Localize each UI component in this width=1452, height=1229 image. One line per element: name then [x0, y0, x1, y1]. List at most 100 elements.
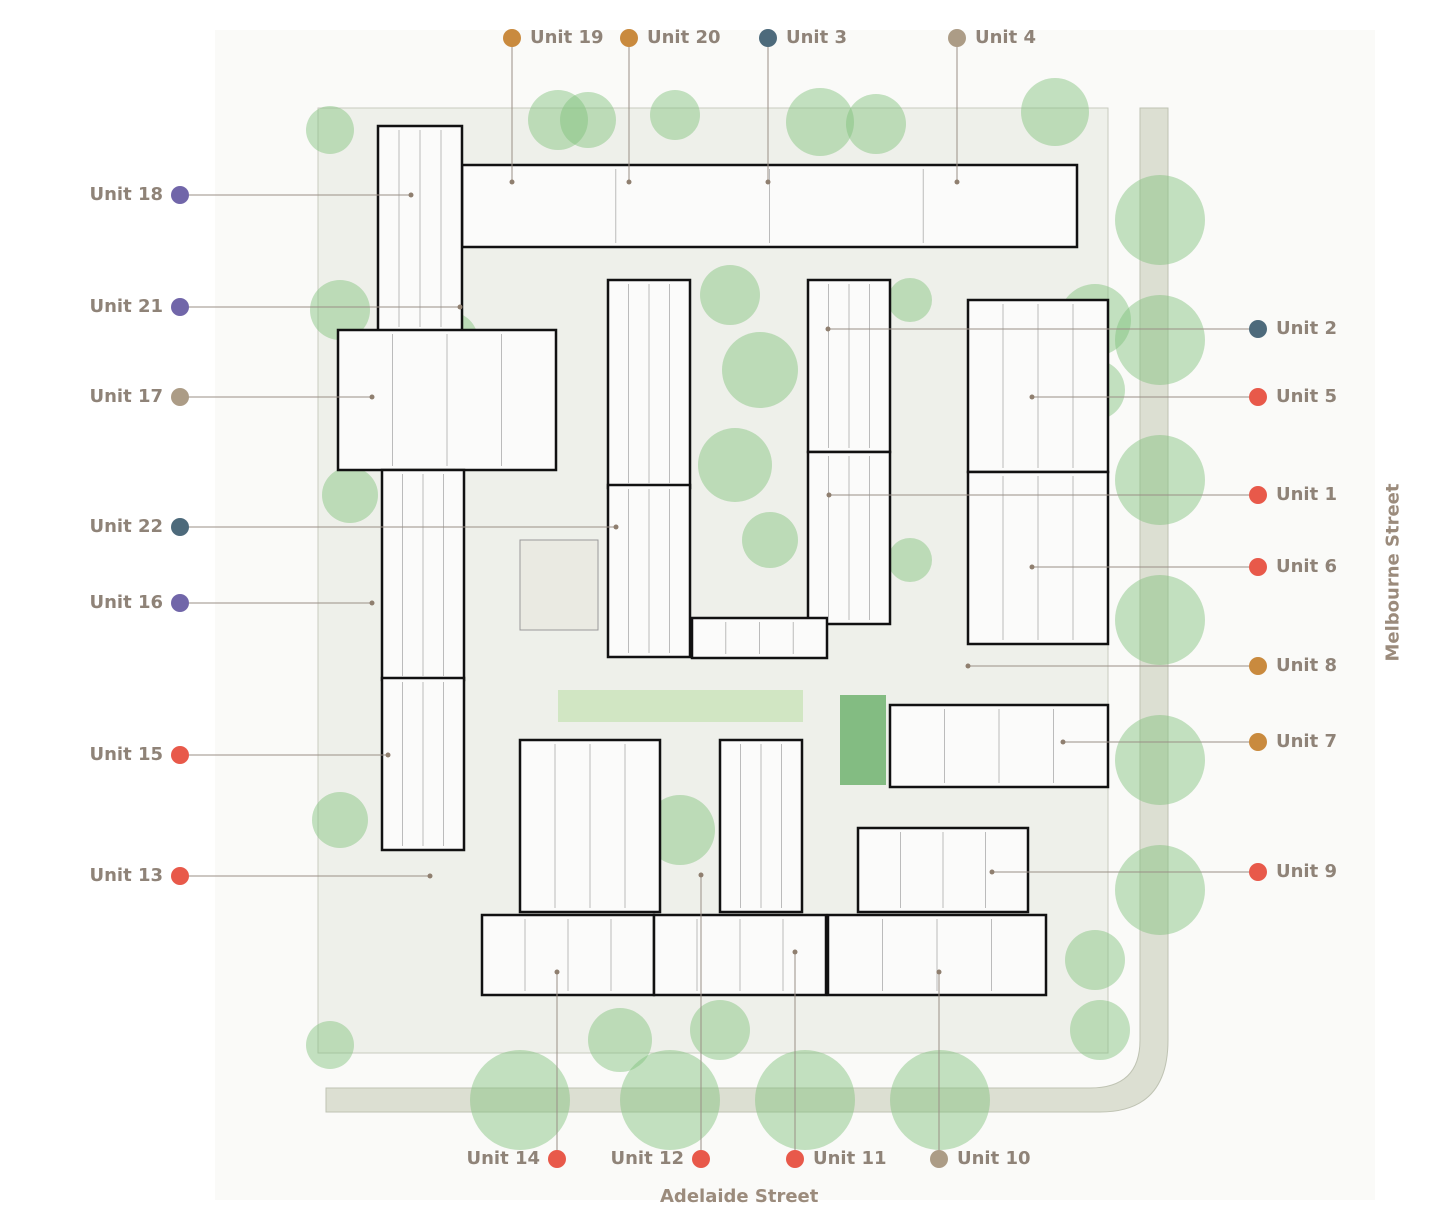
unit-label: Unit 7 — [1276, 731, 1337, 752]
tree-icon — [722, 332, 798, 408]
tree-icon — [1115, 435, 1205, 525]
tree-icon — [1115, 295, 1205, 385]
unit-marker-dot — [1249, 388, 1267, 406]
unit-anchor-point — [825, 326, 831, 332]
tree-icon — [310, 280, 370, 340]
unit-label: Unit 21 — [89, 296, 163, 317]
unit-anchor-point — [826, 492, 832, 498]
unit-label: Unit 14 — [466, 1148, 540, 1169]
unit-marker-dot — [1249, 558, 1267, 576]
unit-anchor-point — [427, 873, 433, 879]
unit-marker-dot — [171, 867, 189, 885]
unit-marker-dot — [171, 594, 189, 612]
unit-anchor-point — [408, 192, 414, 198]
unit-marker-dot — [692, 1150, 710, 1168]
unit-label: Unit 4 — [975, 27, 1036, 48]
tree-icon — [786, 88, 854, 156]
unit-label: Unit 2 — [1276, 318, 1337, 339]
unit-anchor-point — [954, 179, 960, 185]
unit-label: Unit 15 — [89, 744, 163, 765]
unit-marker-dot — [948, 29, 966, 47]
tree-icon — [1065, 930, 1125, 990]
unit-anchor-point — [1060, 739, 1066, 745]
tree-icon — [322, 467, 378, 523]
unit-marker-dot — [1249, 863, 1267, 881]
unit-label: Unit 12 — [610, 1148, 684, 1169]
tree-icon — [306, 106, 354, 154]
unit-anchor-point — [965, 663, 971, 669]
tree-icon — [1115, 845, 1205, 935]
unit-label: Unit 16 — [89, 592, 163, 613]
tree-icon — [698, 428, 772, 502]
tree-icon — [690, 1000, 750, 1060]
hedge — [558, 690, 803, 722]
tree-icon — [890, 1050, 990, 1150]
tree-icon — [755, 1050, 855, 1150]
unit-marker-dot — [1249, 486, 1267, 504]
unit-label: Unit 19 — [530, 27, 604, 48]
unit-marker-dot — [171, 298, 189, 316]
unit-marker-dot — [759, 29, 777, 47]
unit-marker-dot — [1249, 657, 1267, 675]
unit-anchor-point — [457, 304, 463, 310]
unit-anchor-point — [626, 179, 632, 185]
unit-marker-dot — [171, 746, 189, 764]
unit-anchor-point — [554, 969, 560, 975]
footpath — [325, 107, 1169, 1113]
tree-icon — [312, 792, 368, 848]
tree-icon — [620, 1050, 720, 1150]
tree-icon — [1115, 715, 1205, 805]
tree-icon — [700, 265, 760, 325]
unit-anchor-point — [698, 872, 704, 878]
tree-icon — [888, 538, 932, 582]
street-label-adelaide: Adelaide Street — [660, 1186, 819, 1207]
unit-label: Unit 13 — [89, 865, 163, 886]
unit-anchor-point — [1029, 394, 1035, 400]
unit-anchor-point — [1029, 564, 1035, 570]
tree-icon — [1115, 575, 1205, 665]
tree-icon — [1115, 175, 1205, 265]
unit-anchor-point — [369, 394, 375, 400]
unit-label: Unit 11 — [813, 1148, 887, 1169]
unit-marker-dot — [930, 1150, 948, 1168]
unit-marker-dot — [620, 29, 638, 47]
tree-icon — [588, 1008, 652, 1072]
tree-icon — [306, 1021, 354, 1069]
unit-marker-dot — [503, 29, 521, 47]
unit-label: Unit 3 — [786, 27, 847, 48]
tree-icon — [742, 512, 798, 568]
unit-marker-dot — [786, 1150, 804, 1168]
unit-label: Unit 10 — [957, 1148, 1031, 1169]
courtyard — [519, 539, 599, 631]
unit-anchor-point — [385, 752, 391, 758]
unit-label: Unit 22 — [89, 516, 163, 537]
unit-anchor-point — [613, 524, 619, 530]
tree-icon — [1021, 78, 1089, 146]
tree-icon — [560, 92, 616, 148]
unit-label: Unit 1 — [1276, 484, 1337, 505]
unit-label: Unit 17 — [89, 386, 163, 407]
unit-label: Unit 9 — [1276, 861, 1337, 882]
tree-icon — [528, 90, 588, 150]
tree-icon — [846, 94, 906, 154]
unit-anchor-point — [509, 179, 515, 185]
unit-marker-dot — [171, 518, 189, 536]
unit-anchor-point — [989, 869, 995, 875]
unit-anchor-point — [936, 969, 942, 975]
tree-icon — [470, 1050, 570, 1150]
unit-marker-dot — [548, 1150, 566, 1168]
unit-marker-dot — [171, 388, 189, 406]
unit-anchor-point — [765, 179, 771, 185]
unit-label: Unit 18 — [89, 184, 163, 205]
unit-marker-dot — [1249, 733, 1267, 751]
tree-icon — [645, 795, 715, 865]
unit-label: Unit 6 — [1276, 556, 1337, 577]
tree-icon — [650, 90, 700, 140]
unit-anchor-point — [369, 600, 375, 606]
unit-anchor-point — [792, 949, 798, 955]
unit-label: Unit 5 — [1276, 386, 1337, 407]
unit-label: Unit 8 — [1276, 655, 1337, 676]
tree-icon — [1070, 1000, 1130, 1060]
